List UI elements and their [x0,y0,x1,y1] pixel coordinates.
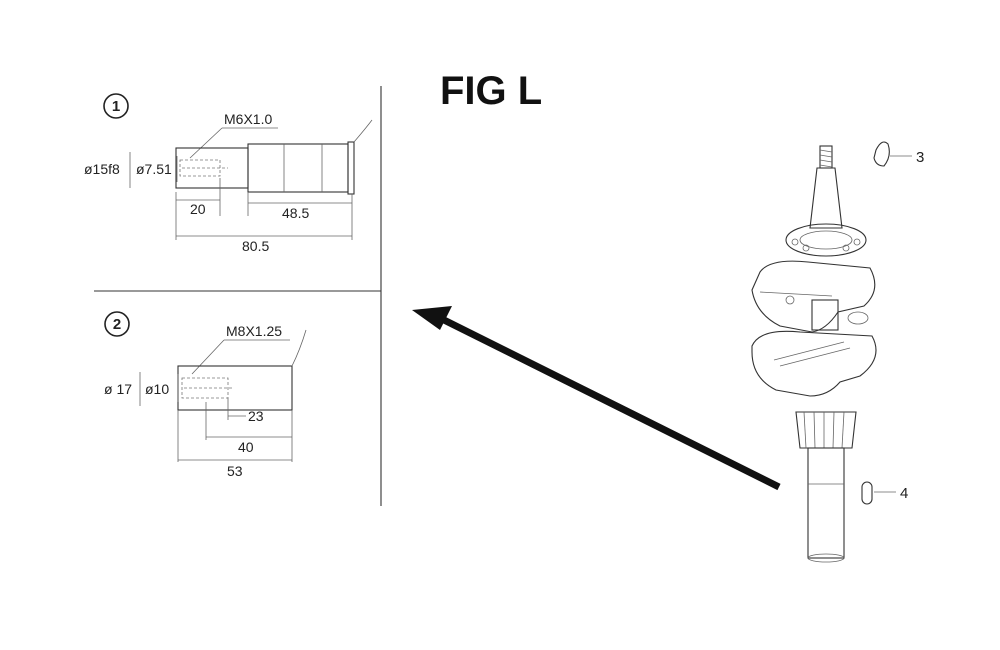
detail-1-thread-label: M6X1.0 [224,111,272,127]
detail-2-dim-mid: 40 [238,439,254,455]
gear-tooth-2 [813,411,816,449]
thread-line-4 [819,164,833,168]
gear-tooth-4 [832,411,835,449]
detail-2: 2 M8X1.25 ø 17 ø10 23 40 53 [104,311,307,479]
detail-1-dia-outer: ø15f8 [84,161,120,177]
detail-2-break-line [291,329,307,367]
upper-counterweight [751,260,876,333]
counterweight-edge-3 [779,347,851,367]
key-icon [861,481,873,505]
detail-1-dim-total: 80.5 [242,238,269,254]
detail-2-dim-short: 23 [248,408,264,424]
callout-key-upper: 3 [873,141,924,167]
gear-tooth-5 [841,411,845,449]
detail-1-taper [247,143,349,193]
detail-1-number-circle [103,93,129,119]
callout-key-lower: 4 [861,481,908,505]
arrow-shaft [438,314,781,491]
detail-1-shaft [175,119,373,195]
callout-4-label: 4 [900,485,908,502]
timing-gear [795,411,857,449]
detail-2-dia-inner: ø10 [145,381,169,397]
thread-line-2 [819,154,833,158]
ball-1 [791,238,799,246]
detail-2-dia-outer: ø 17 [104,381,132,397]
thread-line-1 [819,149,833,153]
thread-line-3 [819,159,833,163]
callout-3-label: 3 [916,149,924,166]
shaft-end [807,553,845,563]
crankshaft-taper [809,167,843,229]
ball-2 [802,244,810,252]
detail-1-shoulder [347,141,355,195]
pointer-arrow [412,306,781,491]
detail-1-dia-inner: ø7.51 [136,161,172,177]
output-shaft [807,447,845,559]
crankshaft-illustration [751,145,877,563]
gear-tooth-1 [803,411,807,449]
detail-1-dim-short: 20 [190,201,206,217]
detail-2-number-circle [104,311,130,337]
detail-1-thread-leader [189,127,223,159]
ball-3 [842,244,850,252]
counterweight-edge-2 [773,341,845,361]
detail-1: 1 M6X1.0 ø15f8 ø7.51 20 48.5 [84,93,373,254]
detail-2-number: 2 [113,316,121,333]
detail-2-shaft [177,329,307,411]
arrow-head [412,306,452,330]
detail-1-break-line [353,119,373,143]
detail-1-number: 1 [112,98,120,115]
ball-4 [853,238,861,246]
lower-counterweight [751,330,877,397]
oil-hole [847,311,869,325]
crank-pin [811,299,839,331]
detail-2-thread-label: M8X1.25 [226,323,282,339]
detail-2-dim-total: 53 [227,463,243,479]
figure-title: FIG L [440,69,542,113]
bearing-inner-race [799,230,853,250]
detail-1-dim-mid: 48.5 [282,205,309,221]
crankshaft-bearing [785,223,867,257]
detail-2-thread-leader [191,339,225,375]
counterweight-edge-1 [759,291,833,297]
detail-2-threaded-hole [181,377,229,399]
woodruff-key-icon [873,141,890,167]
counterweight-hole [785,295,795,305]
